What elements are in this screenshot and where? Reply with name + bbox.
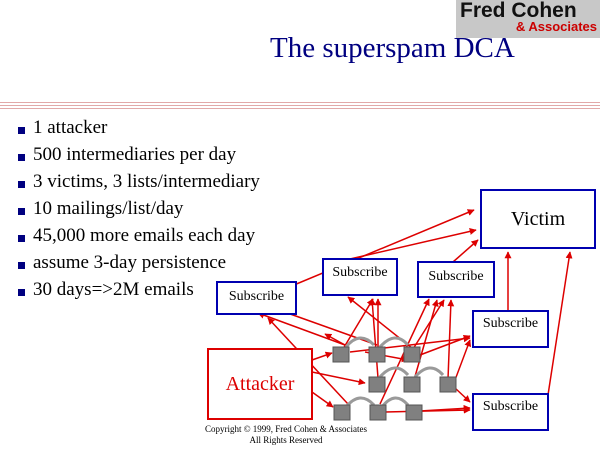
intermediary-node xyxy=(333,404,351,421)
curved-connector xyxy=(413,366,445,379)
intermediary-node xyxy=(405,404,423,421)
subscribe-box: Subscribe xyxy=(417,261,495,298)
intermediary-node xyxy=(403,376,421,393)
arrow xyxy=(412,299,445,350)
copyright-notice: Copyright © 1999, Fred Cohen & Associate… xyxy=(186,424,386,446)
arrow xyxy=(413,299,439,381)
intermediary-node xyxy=(332,346,350,363)
arrow xyxy=(349,228,477,260)
intermediary-node xyxy=(439,376,457,393)
intermediary-node xyxy=(369,404,387,421)
arrow xyxy=(324,333,346,346)
arrow xyxy=(547,251,573,396)
bullet-item: 45,000 more emails each day xyxy=(18,224,260,251)
arrow xyxy=(454,387,471,403)
subscribe-box: Subscribe xyxy=(216,281,297,315)
copyright-line: Copyright © 1999, Fred Cohen & Associate… xyxy=(204,424,368,434)
victim-box: Victim xyxy=(480,189,596,249)
subscribe-box: Subscribe xyxy=(322,258,398,296)
arrow xyxy=(447,299,455,380)
bullet-item: assume 3-day persistence xyxy=(18,251,260,278)
bullet-square-icon xyxy=(18,262,25,269)
divider-rule xyxy=(0,105,600,106)
bullet-item: 1 attacker xyxy=(18,116,260,143)
bullet-square-icon xyxy=(18,181,25,188)
bullet-square-icon xyxy=(18,235,25,242)
arrow xyxy=(452,239,479,263)
logo-main-text: Fred Cohen xyxy=(460,0,577,22)
intermediary-node xyxy=(403,346,421,363)
arrow xyxy=(311,371,366,386)
intermediary-node xyxy=(368,376,386,393)
divider-rule xyxy=(0,108,600,109)
arrow xyxy=(368,298,379,379)
curved-connector xyxy=(344,396,376,408)
arrow xyxy=(311,391,334,408)
arrow xyxy=(342,298,374,350)
logo-sub-text: & Associates xyxy=(515,19,597,34)
curved-connector xyxy=(380,396,410,408)
arrow xyxy=(384,406,471,414)
bullet-square-icon xyxy=(18,127,25,134)
slide-title: The superspam DCA xyxy=(270,32,515,64)
bullet-list: 1 attacker 500 intermediaries per day 3 … xyxy=(18,116,260,305)
curved-connector xyxy=(344,336,376,348)
divider-rule xyxy=(0,102,600,103)
attacker-box: Attacker xyxy=(207,348,313,420)
rights-line: All Rights Reserved xyxy=(249,435,323,445)
company-logo: Fred Cohen & Associates xyxy=(456,0,600,38)
bullet-square-icon xyxy=(18,208,25,215)
subscribe-box: Subscribe xyxy=(472,393,549,431)
arrow xyxy=(454,339,472,381)
bullet-square-icon xyxy=(18,289,25,296)
curved-connector xyxy=(378,336,410,349)
bullet-item: 3 victims, 3 lists/intermediary xyxy=(18,170,260,197)
curved-connector xyxy=(378,366,410,379)
arrow xyxy=(311,351,333,361)
subscribe-box: Subscribe xyxy=(472,310,549,348)
intermediary-node xyxy=(368,346,386,363)
arrow xyxy=(269,209,475,296)
bullet-item: 10 mailings/list/day xyxy=(18,197,260,224)
bullet-item: 30 days=>2M emails xyxy=(18,278,260,305)
bullet-item: 500 intermediaries per day xyxy=(18,143,260,170)
bullet-square-icon xyxy=(18,154,25,161)
